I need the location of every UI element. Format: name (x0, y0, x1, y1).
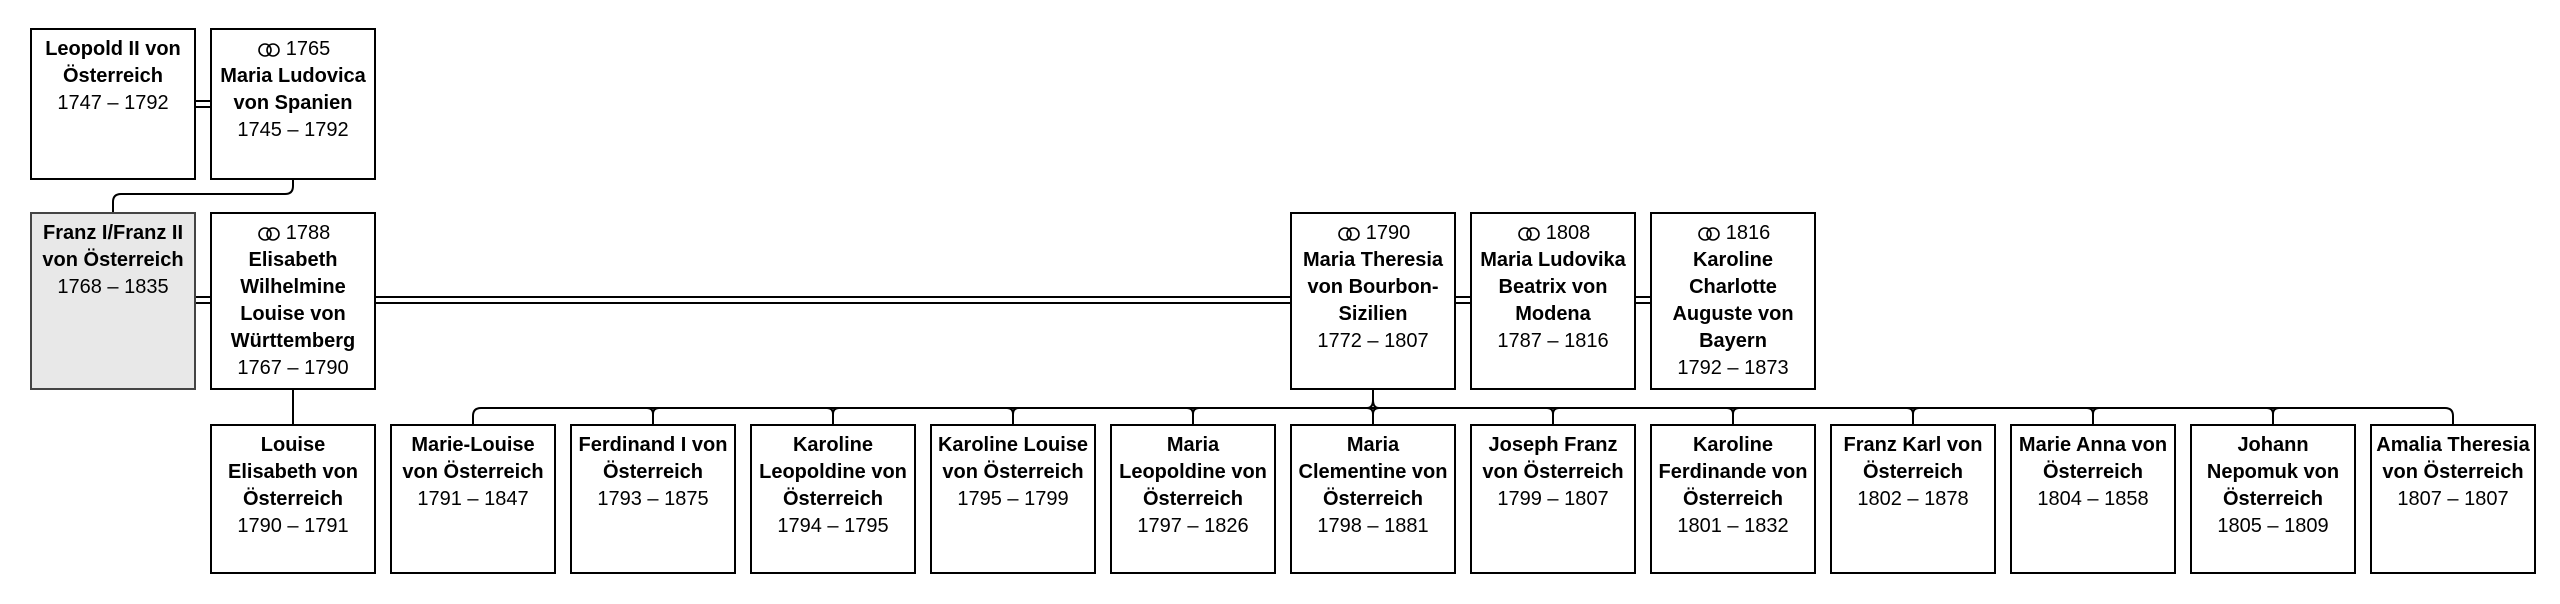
person-maria-ludovica-spanien[interactable]: 1765 Maria Ludovica von Spanien 1745 – 1… (210, 28, 376, 180)
child-drop-line (646, 407, 660, 424)
child-box[interactable]: Ferdinand I von Österreich 1793 – 1875 (570, 424, 736, 574)
child-drop-line (1366, 407, 1380, 424)
person-karoline-charlotte[interactable]: 1816 Karoline Charlotte Auguste von Baye… (1650, 212, 1816, 390)
person-dates: 1792 – 1873 (1677, 357, 1789, 379)
marriage-info: 1788 (256, 220, 331, 247)
person-name: Maria Clementine von Österreich (1298, 434, 1448, 510)
child-box[interactable]: Franz Karl von Österreich 1802 – 1878 (1830, 424, 1996, 574)
child-box[interactable]: Karoline Leopoldine von Österreich 1794 … (750, 424, 916, 574)
person-franz[interactable]: Franz I/Franz II von Österreich 1768 – 1… (30, 212, 196, 390)
marriage-info: 1765 (256, 36, 331, 63)
person-dates: 1787 – 1816 (1497, 330, 1609, 352)
child-drop-line (1546, 407, 1560, 424)
person-name: Marie-Louise von Österreich (402, 434, 544, 483)
person-name: Karoline Ferdinande von Österreich (1658, 434, 1808, 510)
child-drop-line (2266, 407, 2280, 424)
child-box[interactable]: Louise Elisabeth von Österreich 1790 – 1… (210, 424, 376, 574)
person-dates: 1807 – 1807 (2397, 488, 2509, 510)
person-dates: 1767 – 1790 (237, 357, 349, 379)
person-dates: 1799 – 1807 (1497, 488, 1609, 510)
person-maria-theresia[interactable]: 1790 Maria Theresia von Bourbon-Sizilien… (1290, 212, 1456, 390)
person-name: Maria Leopoldine von Österreich (1119, 434, 1267, 510)
person-name: Franz I/Franz II von Österreich (42, 222, 184, 271)
person-name: Maria Ludovika Beatrix von Modena (1480, 249, 1626, 325)
child-drop-line (1726, 407, 1740, 424)
marriage-info: 1790 (1336, 220, 1411, 247)
person-dates: 1797 – 1826 (1137, 515, 1249, 537)
person-dates: 1791 – 1847 (417, 488, 529, 510)
child-box[interactable]: Joseph Franz von Österreich 1799 – 1807 (1470, 424, 1636, 574)
wedding-rings-icon (1337, 226, 1360, 241)
person-dates: 1804 – 1858 (2037, 488, 2149, 510)
child-box[interactable]: Marie Anna von Österreich 1804 – 1858 (2010, 424, 2176, 574)
person-dates: 1795 – 1799 (957, 488, 1069, 510)
person-name: Amalia Theresia von Österreich (2376, 434, 2530, 483)
child-drop-line (2444, 407, 2454, 424)
child-drop-line (2086, 407, 2100, 424)
person-name: Marie Anna von Österreich (2018, 434, 2168, 483)
person-name: Karoline Charlotte Auguste von Bayern (1672, 249, 1794, 352)
marriage-info: 1816 (1696, 220, 1771, 247)
person-elisabeth[interactable]: 1788 Elisabeth Wilhelmine Louise von Wür… (210, 212, 376, 390)
person-dates: 1747 – 1792 (57, 92, 169, 114)
marriage-year: 1788 (285, 222, 331, 244)
person-dates: 1801 – 1832 (1677, 515, 1789, 537)
child-box[interactable]: Marie-Louise von Österreich 1791 – 1847 (390, 424, 556, 574)
child-box[interactable]: Maria Clementine von Österreich 1798 – 1… (1290, 424, 1456, 574)
person-dates: 1790 – 1791 (237, 515, 349, 537)
person-name: Maria Ludovica von Spanien (220, 65, 366, 114)
marriage-year: 1790 (1365, 222, 1411, 244)
marriage-info: 1808 (1516, 220, 1591, 247)
child-box[interactable]: Karoline Louise von Österreich 1795 – 17… (930, 424, 1096, 574)
person-name: Louise Elisabeth von Österreich (227, 434, 359, 510)
child-box[interactable]: Maria Leopoldine von Österreich 1797 – 1… (1110, 424, 1276, 574)
person-dates: 1794 – 1795 (777, 515, 889, 537)
marriage-year: 1808 (1545, 222, 1591, 244)
person-leopold[interactable]: Leopold II von Österreich 1747 – 1792 (30, 28, 196, 180)
person-name: Leopold II von Österreich (45, 38, 181, 87)
wedding-rings-icon (1697, 226, 1720, 241)
person-dates: 1802 – 1878 (1857, 488, 1969, 510)
child-drop-line (826, 407, 840, 424)
person-dates: 1798 – 1881 (1317, 515, 1429, 537)
person-dates: 1772 – 1807 (1317, 330, 1429, 352)
marriage-year: 1816 (1725, 222, 1771, 244)
person-dates: 1745 – 1792 (237, 119, 349, 141)
person-name: Joseph Franz von Österreich (1482, 434, 1624, 483)
person-name: Maria Theresia von Bourbon-Sizilien (1302, 249, 1444, 325)
descent-line (1372, 390, 1380, 409)
person-name: Ferdinand I von Österreich (578, 434, 728, 483)
person-maria-ludovika[interactable]: 1808 Maria Ludovika Beatrix von Modena 1… (1470, 212, 1636, 390)
person-dates: 1768 – 1835 (57, 276, 169, 298)
person-name: Elisabeth Wilhelmine Louise von Württemb… (230, 249, 356, 352)
child-box[interactable]: Amalia Theresia von Österreich 1807 – 18… (2370, 424, 2536, 574)
child-box[interactable]: Karoline Ferdinande von Österreich 1801 … (1650, 424, 1816, 574)
child-drop-line (1006, 407, 1020, 424)
child-drop-line (1906, 407, 1920, 424)
marriage-year: 1765 (285, 38, 331, 60)
wedding-rings-icon (1517, 226, 1540, 241)
child-box[interactable]: Johann Nepomuk von Österreich 1805 – 180… (2190, 424, 2356, 574)
child-drop-line (1186, 407, 1200, 424)
descent-line (112, 180, 294, 212)
child-drop-line (472, 407, 482, 424)
person-name: Karoline Leopoldine von Österreich (759, 434, 907, 510)
person-name: Franz Karl von Österreich (1843, 434, 1983, 483)
person-name: Johann Nepomuk von Österreich (2206, 434, 2340, 510)
person-dates: 1805 – 1809 (2217, 515, 2329, 537)
wedding-rings-icon (257, 226, 280, 241)
wedding-rings-icon (257, 42, 280, 57)
person-dates: 1793 – 1875 (597, 488, 709, 510)
person-name: Karoline Louise von Österreich (937, 434, 1089, 483)
